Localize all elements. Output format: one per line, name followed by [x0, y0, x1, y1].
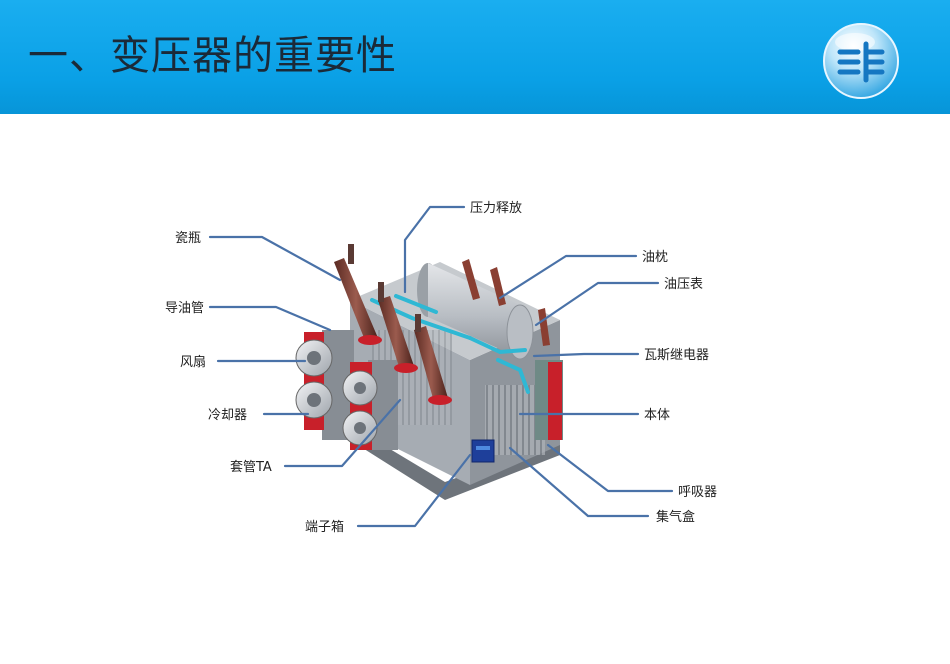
label-gas-collector: 集气盒 [656, 509, 695, 525]
label-breather: 呼吸器 [678, 485, 717, 500]
power-grid-logo-icon [823, 23, 899, 99]
label-porcelain-bushing: 瓷瓶 [175, 231, 201, 246]
label-oil-pressure-gauge: 油压表 [664, 277, 703, 292]
label-oil-pipe: 导油管 [165, 301, 204, 316]
label-gas-relay: 瓦斯继电器 [644, 348, 709, 363]
header-bar: 一、变压器的重要性 [0, 0, 950, 114]
leader-lines [208, 205, 674, 528]
label-bushing-ta: 套管TA [230, 459, 272, 475]
label-terminal-box: 端子箱 [305, 519, 344, 535]
power-transformer-illustration [295, 244, 563, 500]
label-cooler: 冷却器 [208, 408, 247, 423]
diagram-labels: 瓷瓶 导油管 风扇 冷却器 套管TA 端子箱 压力释放 油枕 油压表 瓦斯继电器… [165, 201, 717, 535]
label-fan: 风扇 [180, 354, 206, 370]
page-title: 一、变压器的重要性 [28, 33, 397, 79]
label-pressure-relief: 压力释放 [470, 201, 522, 216]
label-conservator: 油枕 [642, 250, 668, 265]
label-main-body: 本体 [644, 408, 670, 423]
